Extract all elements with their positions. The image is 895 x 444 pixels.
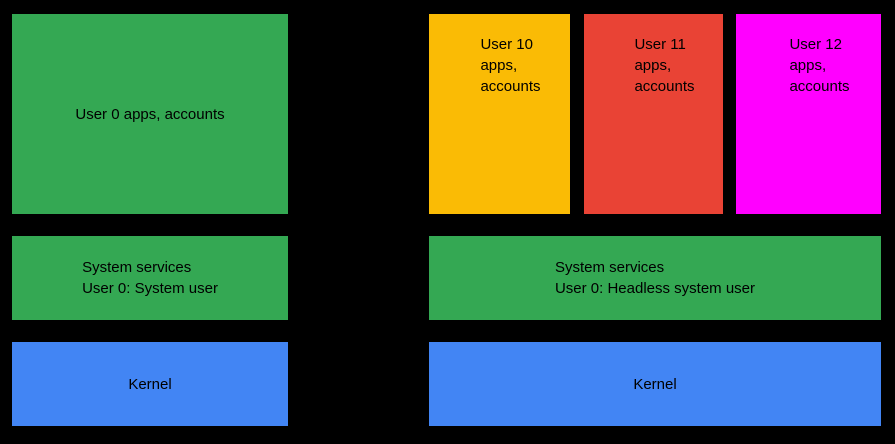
right-user11-apps-label: User 11 apps, accounts [634, 36, 695, 95]
right-user12-apps-label: User 12 apps, accounts [789, 36, 850, 95]
left-kernel-label: Kernel [128, 375, 172, 393]
right-kernel-box: Kernel [429, 342, 881, 426]
right-system-services-label: System services User 0: Headless system … [554, 259, 756, 297]
right-system-services-box: System services User 0: Headless system … [429, 236, 881, 320]
right-user11-apps-box: User 11 apps, accounts [584, 14, 723, 214]
right-kernel-label: Kernel [633, 375, 677, 393]
left-user0-apps-box: User 0 apps, accounts [12, 14, 288, 214]
right-user12-apps-box: User 12 apps, accounts [736, 14, 881, 214]
right-user10-apps-label: User 10 apps, accounts [480, 36, 541, 95]
right-user10-apps-box: User 10 apps, accounts [429, 14, 570, 214]
left-kernel-box: Kernel [12, 342, 288, 426]
left-system-services-box: System services User 0: System user [12, 236, 288, 320]
left-user0-apps-label: User 0 apps, accounts [75, 105, 225, 123]
left-system-services-label: System services User 0: System user [82, 259, 218, 297]
